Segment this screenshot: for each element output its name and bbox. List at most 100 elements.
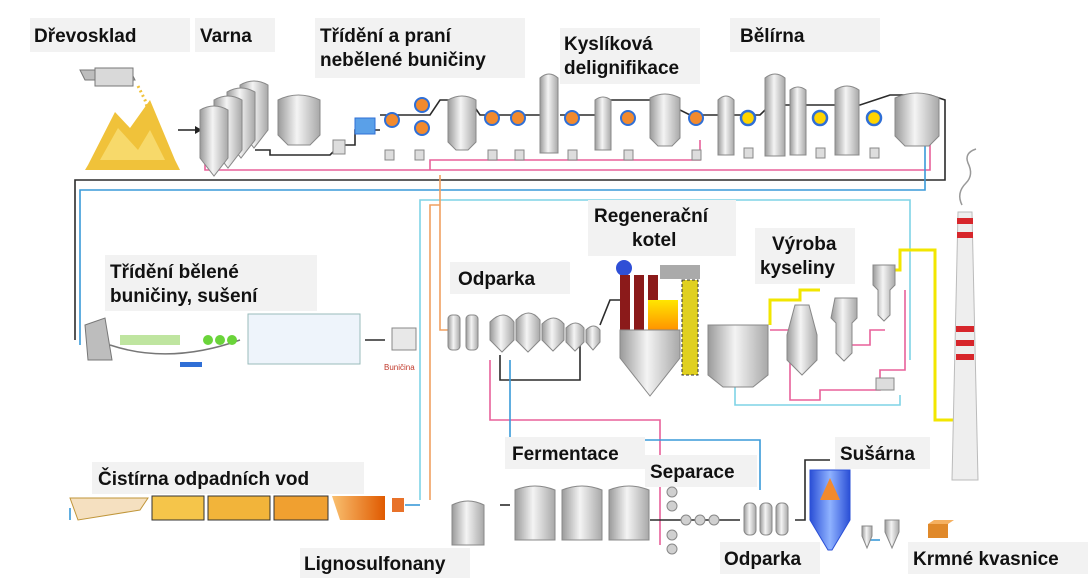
evap-pre-1: [447, 314, 461, 351]
evaporator-top: [447, 312, 601, 353]
evap-b-2: [759, 502, 773, 536]
bleach-tower-1: [717, 95, 735, 156]
pipe-orange-1: [439, 175, 455, 331]
evap-pre-2: [465, 314, 479, 351]
pump-6: [564, 110, 580, 126]
chimney: [951, 148, 979, 481]
evap-4: [565, 322, 585, 352]
chimney-band-4: [956, 340, 974, 346]
wastewater-plant: [69, 495, 404, 521]
chimney-band-5: [956, 354, 974, 360]
press-3: [227, 335, 237, 345]
separator-2: [666, 500, 678, 512]
pipe-blue-1: [79, 140, 926, 345]
basin-3: [273, 495, 329, 521]
wood-yard: [79, 67, 180, 170]
acid-plant: [786, 264, 896, 391]
pipe-dark-odparka: [599, 299, 620, 326]
chimney-band-3: [956, 326, 974, 332]
filter-9: [815, 147, 826, 159]
screen-1: [354, 117, 376, 135]
acid-tower-1: [786, 304, 818, 376]
basin-2: [207, 495, 271, 521]
filter-6: [623, 149, 634, 161]
yeast-box: [928, 524, 948, 538]
press-line: [180, 362, 202, 367]
esp: [707, 324, 769, 388]
label-separace: Separace: [650, 462, 735, 483]
chimney-band-2: [957, 232, 973, 238]
blow-tank: [277, 94, 321, 146]
label-trideni-1: Třídění a praní: [320, 26, 452, 47]
pump-5: [510, 110, 526, 126]
press-2: [215, 335, 225, 345]
label-trideni-belene-2: buničiny, sušení: [110, 286, 258, 307]
fermenter-3: [608, 485, 650, 541]
label-vyroba-1: Výroba: [772, 234, 837, 255]
filter-8: [743, 147, 754, 159]
dryer-box: [247, 313, 361, 365]
boiler-wall-1: [620, 275, 630, 330]
label-vyroba-2: kyseliny: [760, 258, 835, 279]
screen-2: [332, 139, 346, 155]
evap-3: [541, 317, 565, 352]
fermenter-1: [514, 485, 556, 541]
evaporator-bottom: [743, 502, 789, 536]
label-drevosklad: Dřevosklad: [34, 26, 136, 47]
cyclone-1: [861, 525, 873, 550]
label-backgrounds: [30, 18, 1088, 578]
bleach-tower-3: [789, 86, 807, 156]
bunicina-label: Buničina: [384, 363, 415, 372]
evap-b-1: [743, 502, 757, 536]
washer-tank-1: [447, 95, 477, 151]
evap-b-3: [775, 502, 789, 536]
pipe-orange-2: [429, 204, 440, 500]
label-regen-2: kotel: [632, 230, 676, 251]
separation: [666, 486, 720, 555]
chip-stream: [136, 85, 150, 111]
label-varna: Varna: [200, 26, 252, 47]
wire-section: [109, 339, 241, 355]
digester-4: [199, 105, 229, 177]
pipe-dark-lower: [499, 330, 581, 381]
bale-stack: [391, 327, 417, 351]
bleach-tower-4: [834, 85, 860, 156]
pipe-pink-acid2: [850, 329, 885, 346]
evap-1: [489, 314, 515, 353]
label-susarna: Sušárna: [840, 444, 915, 465]
yeast-box-top: [928, 520, 954, 524]
bleach-pump-1: [739, 109, 757, 127]
pipe-yellow-1: [768, 288, 820, 325]
chip-pile-2: [100, 128, 165, 160]
separator-5: [708, 514, 720, 526]
basin-1: [151, 495, 205, 521]
clarifier: [69, 497, 149, 521]
press-1: [203, 335, 213, 345]
bleach-washer: [894, 92, 940, 147]
evap-5: [585, 325, 601, 351]
lignosulfonate-tank: [451, 500, 485, 546]
separator-1: [666, 486, 678, 498]
arrowhead: [195, 126, 202, 134]
recovery-boiler: [616, 260, 769, 397]
label-odparka-top: Odparka: [458, 269, 536, 290]
boiler-drum: [616, 260, 632, 276]
label-lignosulfonany: Lignosulfonany: [304, 554, 446, 575]
chipper: [94, 67, 134, 87]
oxygen-tower: [594, 96, 612, 151]
pump-2: [414, 97, 430, 113]
filter-2: [414, 149, 425, 161]
filter-7: [691, 149, 702, 161]
label-kyslikova-2: delignifikace: [564, 58, 679, 79]
filter-4: [514, 149, 525, 161]
filter-3: [487, 149, 498, 161]
pump-7: [620, 110, 636, 126]
smoke: [959, 148, 977, 206]
label-odparka-bottom: Odparka: [724, 549, 802, 570]
acid-tower-2: [830, 297, 858, 362]
pipe-cyan-acid: [734, 375, 901, 406]
oxygen-delignification: [539, 73, 704, 161]
separator-3: [680, 514, 692, 526]
digesters: [199, 80, 321, 177]
